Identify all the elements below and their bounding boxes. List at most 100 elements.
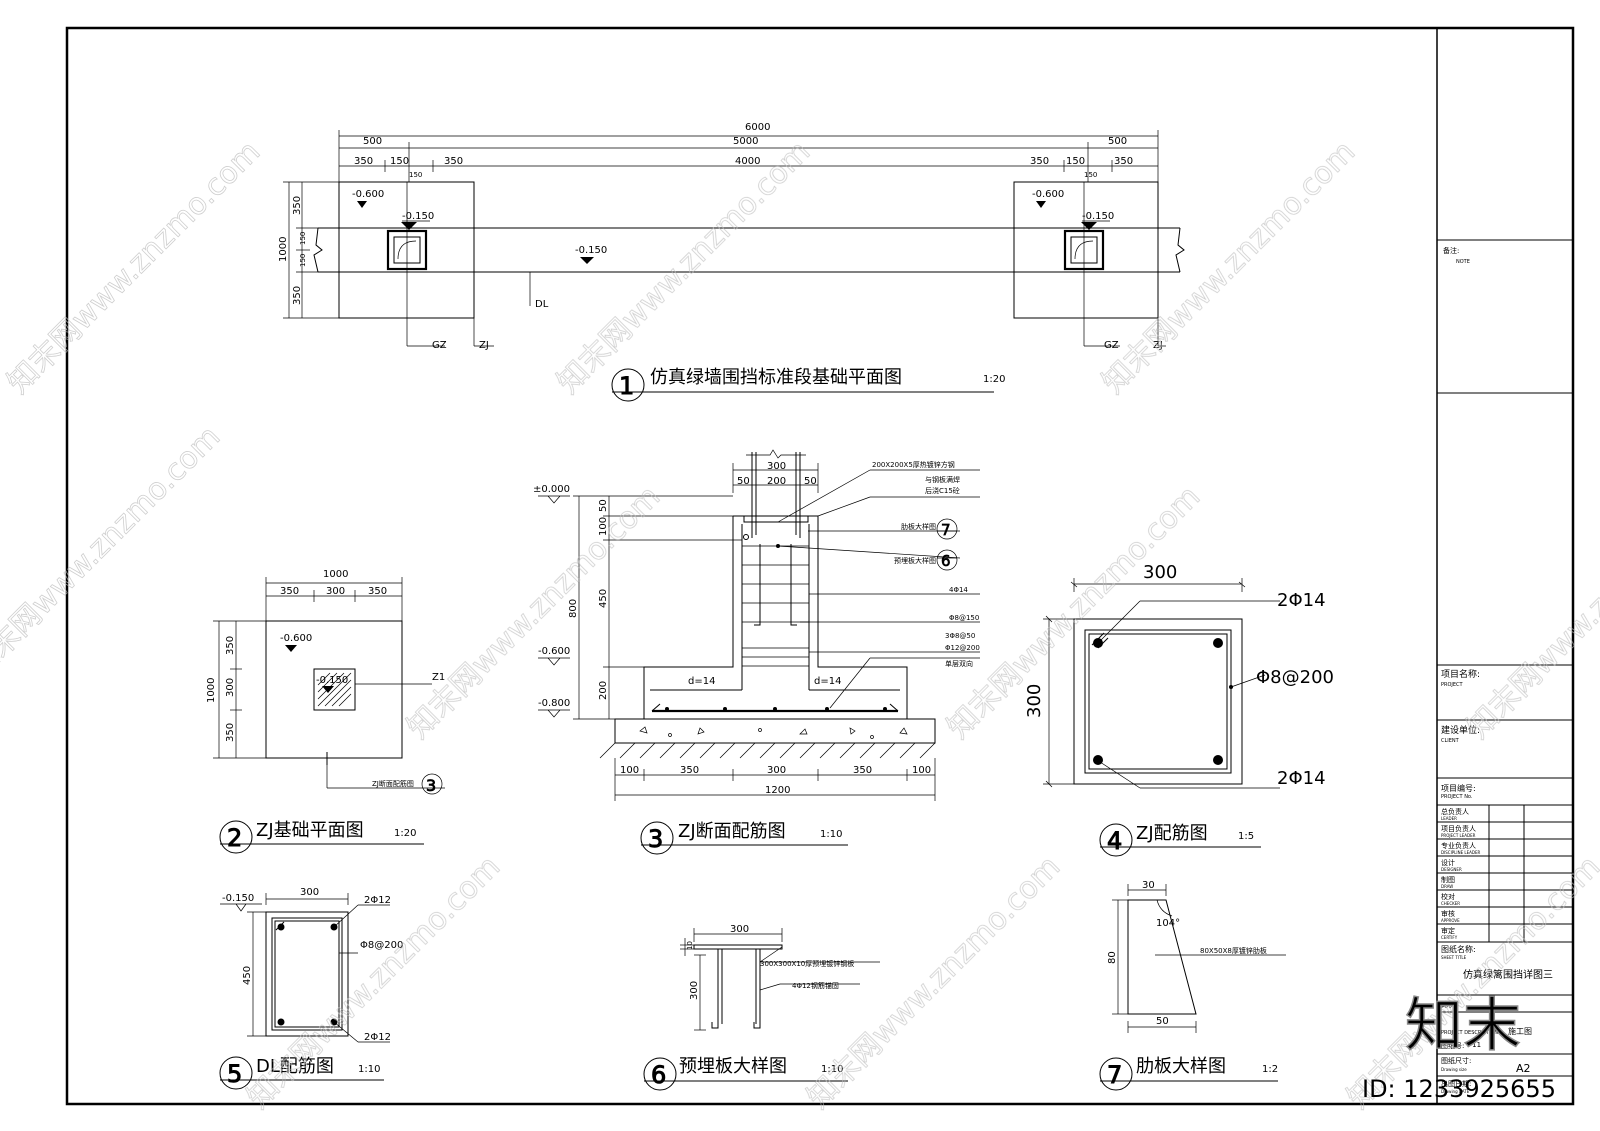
- sec-dim-100b: 100: [912, 765, 931, 776]
- watermark-2: 知末网www.znzmo.com: [551, 134, 817, 400]
- scale-label: 比例:: [1441, 1000, 1457, 1009]
- zj-level-150: -0.150: [316, 675, 348, 686]
- role-approve-en: APPROVE: [1441, 918, 1460, 923]
- dim-500-right: 500: [1108, 136, 1127, 147]
- dim-1000: 1000: [278, 237, 289, 262]
- callout-3-8-50: 3Φ8@50: [945, 632, 975, 640]
- label-dl: DL: [535, 299, 549, 310]
- drawing-4-scale: 1:5: [1238, 831, 1254, 842]
- watermark-1: 知末网www.znzmo.com: [1, 134, 267, 400]
- watermark-id: ID: 1233925655: [1362, 1075, 1556, 1103]
- watermark-3: 知末网www.znzmo.com: [1096, 134, 1362, 400]
- sec-dim-350b: 350: [853, 765, 872, 776]
- emb-label-anchor: 4Φ12钢筋锚固: [792, 981, 839, 990]
- role-project-leader-en: PROJECT LEADER: [1441, 833, 1476, 838]
- date-label-en: Drawing DATE: [1441, 1089, 1470, 1094]
- watermark-8: 知末网www.znzmo.com: [241, 849, 507, 1115]
- ref-7: 7: [941, 521, 951, 539]
- stage-value: 施工图: [1508, 1026, 1532, 1036]
- project-label: 项目名称:: [1441, 668, 1480, 680]
- rib-dim-30: 30: [1142, 880, 1155, 891]
- callout-steel-tube: 200X200X5厚热镀锌方钢: [872, 460, 955, 469]
- dim-6000: 6000: [745, 122, 770, 133]
- zj-dim-1000: 1000: [323, 569, 348, 580]
- level-150-right: -0.150: [1082, 211, 1114, 222]
- dim-150-a: 150: [390, 156, 409, 167]
- role-designer-en: DESIGNER: [1441, 867, 1462, 872]
- zj-dim-350a: 350: [280, 586, 299, 597]
- date-label: 出图日期:: [1441, 1079, 1471, 1088]
- sec-dim-800: 800: [568, 599, 579, 618]
- sec-dim-300b: 300: [767, 765, 786, 776]
- drawing-6-num: 6: [651, 1061, 666, 1089]
- sec-dim-100-left: 100: [598, 517, 609, 536]
- dim-350-bot: 350: [292, 286, 303, 305]
- level-150-mid: -0.150: [575, 245, 607, 256]
- sec-dim-1200: 1200: [765, 785, 790, 796]
- project-label-en: PROJECT: [1441, 682, 1464, 688]
- zj-label-z1: Z1: [432, 672, 445, 683]
- drawing-5-num: 5: [227, 1060, 242, 1088]
- sheettitle-label-en: SHEET TITLE: [1441, 955, 1467, 960]
- role-discipline: 专业负责人: [1441, 841, 1476, 850]
- sec-level-800: -0.800: [538, 698, 570, 709]
- size-value: A2: [1516, 1062, 1531, 1075]
- drawing-1-scale: 1:20: [983, 374, 1005, 385]
- callout-double: 单层双向: [945, 659, 973, 668]
- zjr-label-top: 2Φ14: [1277, 590, 1326, 611]
- client-label: 建设单位:: [1441, 724, 1480, 736]
- drawing-3-scale: 1:10: [820, 829, 842, 840]
- drawing-6-title: 预埋板大样图: [679, 1056, 787, 1077]
- role-certify: 审定: [1441, 926, 1455, 935]
- callout-embed-detail: 预埋板大样图: [894, 556, 936, 565]
- drawing-6-scale: 1:10: [821, 1064, 843, 1075]
- drawing-6-embed-plate: 300 10 300 300X300X10厚预埋镀锌钢板 4Φ12钢筋锚固 6 …: [643, 924, 880, 1091]
- note-label-en: NOTE: [1456, 259, 1470, 265]
- callout-c15: 后浇C15砼: [925, 486, 960, 495]
- rib-dim-50: 50: [1156, 1016, 1169, 1027]
- watermark-logo: 知末: [1405, 991, 1521, 1059]
- drawing-2-zj-plan: 1000 350 300 350 350 1000 300 350 -0.600…: [206, 569, 445, 854]
- zj-dim-1000-left: 1000: [206, 678, 217, 703]
- zj-ref-label: ZJ断面配筋图: [372, 779, 414, 788]
- role-leader: 总负责人: [1441, 807, 1469, 816]
- dim-350-b: 350: [444, 156, 463, 167]
- dim-150-b: 150: [1066, 156, 1085, 167]
- zj-ref-num: 3: [426, 776, 436, 795]
- zj-dim-350b: 350: [368, 586, 387, 597]
- emb-label-plate: 300X300X10厚预埋镀锌钢板: [760, 959, 854, 968]
- dim-150-c: 150: [409, 171, 422, 179]
- label-gz-left: GZ: [432, 340, 447, 351]
- label-gz-right: GZ: [1104, 340, 1119, 351]
- role-designer: 设计: [1441, 858, 1455, 867]
- drawing-3-num: 3: [648, 825, 663, 853]
- dl-label-bot: 2Φ12: [364, 1032, 391, 1043]
- sec-level-000: ±0.000: [533, 484, 570, 495]
- callout-12-200: Φ12@200: [945, 644, 980, 652]
- dim-350-top: 350: [292, 196, 303, 215]
- title-block: 备注: NOTE 项目名称: PROJECT 建设单位: CLIENT 项目编号…: [1437, 239, 1573, 1094]
- drawing-1-foundation-plan: 6000 500 5000 500 350 150 350 4000 350 1…: [278, 122, 1185, 402]
- callout-8-150: Φ8@150: [949, 614, 979, 622]
- zj-level-600: -0.600: [280, 633, 312, 644]
- sec-dim-200-left: 200: [598, 681, 609, 700]
- dl-dim-top: 300: [300, 887, 319, 898]
- watermark-9: 知末网www.znzmo.com: [801, 849, 1067, 1115]
- sheettitle-label: 图纸名称:: [1441, 944, 1476, 954]
- sec-dim-50b: 50: [804, 476, 817, 487]
- zjr-label-mid: Φ8@200: [1256, 667, 1334, 688]
- dim-150-d: 150: [1084, 171, 1097, 179]
- callout-rib-detail: 肋板大样图: [901, 522, 936, 531]
- dim-150-l1: 150: [299, 232, 307, 245]
- watermark-5: 知末网www.znzmo.com: [401, 479, 667, 745]
- emb-dim-300: 300: [689, 981, 700, 1000]
- dim-350-c: 350: [1030, 156, 1049, 167]
- drawing-1-title: 仿真绿墙围挡标准段基础平面图: [650, 367, 902, 388]
- drawing-2-title: ZJ基础平面图: [256, 820, 364, 841]
- dl-label-top: 2Φ12: [364, 895, 391, 906]
- zjr-dim-left: 300: [1024, 684, 1045, 718]
- zjr-dim-top: 300: [1143, 562, 1177, 583]
- projno-label: 项目编号:: [1441, 783, 1476, 793]
- sec-dim-50a: 50: [737, 476, 750, 487]
- role-leader-en: LEADER: [1441, 816, 1457, 821]
